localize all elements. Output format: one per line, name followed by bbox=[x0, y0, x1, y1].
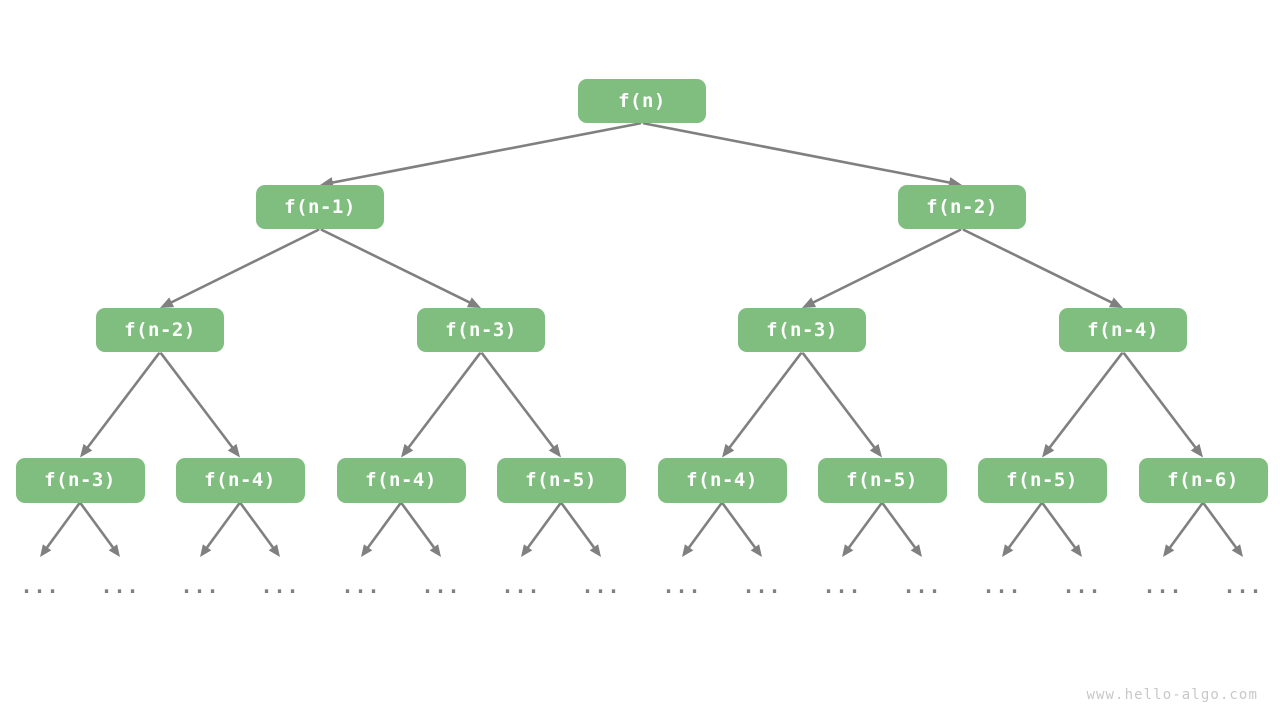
tree-node-n121: f(n-4) bbox=[336, 457, 466, 503]
tree-node-n1: f(n-1) bbox=[256, 185, 384, 229]
ellipsis-marker: ... bbox=[180, 574, 220, 598]
ellipsis-marker: ... bbox=[822, 574, 862, 598]
ellipsis-marker: ... bbox=[1223, 574, 1263, 598]
ellipsis-marker: ... bbox=[1143, 574, 1183, 598]
ellipsis-marker: ... bbox=[20, 574, 60, 598]
tree-node-n211: f(n-4) bbox=[657, 457, 787, 503]
tree-node-n122: f(n-5) bbox=[496, 457, 626, 503]
tree-node-n111: f(n-3) bbox=[15, 457, 145, 503]
tree-node-n112: f(n-4) bbox=[175, 457, 305, 503]
tree-node-n221: f(n-5) bbox=[977, 457, 1107, 503]
ellipsis-marker: ... bbox=[982, 574, 1022, 598]
tree-node-n22: f(n-4) bbox=[1059, 308, 1187, 352]
tree-node-n12: f(n-3) bbox=[417, 308, 545, 352]
tree-node-n11: f(n-2) bbox=[96, 308, 224, 352]
ellipsis-marker: ... bbox=[341, 574, 381, 598]
tree-node-n212: f(n-5) bbox=[817, 457, 947, 503]
ellipsis-marker: ... bbox=[662, 574, 702, 598]
ellipsis-marker: ... bbox=[1062, 574, 1102, 598]
watermark: www.hello-algo.com bbox=[1086, 687, 1258, 703]
ellipsis-marker: ... bbox=[501, 574, 541, 598]
ellipsis-marker: ... bbox=[742, 574, 782, 598]
ellipsis-marker: ... bbox=[100, 574, 140, 598]
ellipsis-marker: ... bbox=[260, 574, 300, 598]
tree-node-n222: f(n-6) bbox=[1138, 457, 1268, 503]
ellipsis-marker: ... bbox=[421, 574, 461, 598]
ellipsis-marker: ... bbox=[902, 574, 942, 598]
tree-node-n2: f(n-2) bbox=[898, 185, 1026, 229]
ellipsis-marker: ... bbox=[581, 574, 621, 598]
tree-node-n0: f(n) bbox=[578, 79, 706, 123]
tree-node-n21: f(n-3) bbox=[738, 308, 866, 352]
